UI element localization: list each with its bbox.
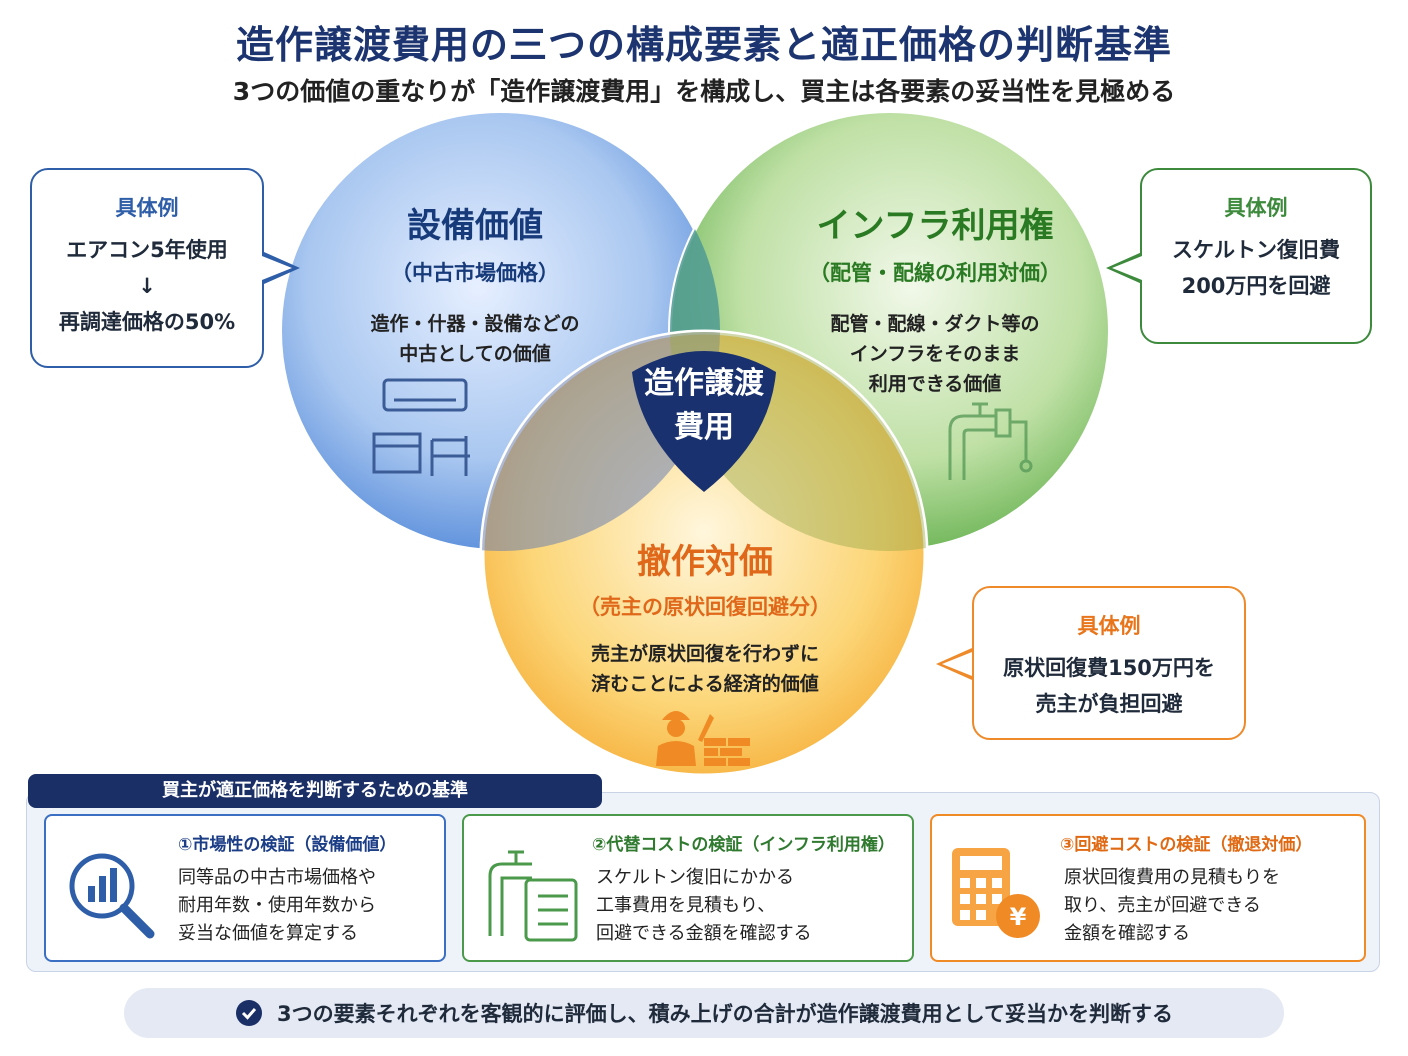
removal-heading: 撤作対価	[637, 542, 773, 582]
infra-desc-3: 利用できる価値	[868, 373, 1002, 395]
criteria-card-1-line3: 妥当な価値を算定する	[178, 923, 358, 944]
page-title: 造作譲渡費用の三つの構成要素と適正価格の判断基準	[235, 23, 1172, 67]
callout-left-arrow: ↓	[138, 274, 156, 298]
criteria-card-3-title: ③回避コストの検証（撤退対価）	[1060, 835, 1313, 855]
callout-bottom-line2: 売主が負担回避	[1035, 692, 1183, 716]
pipe-checklist-icon	[488, 850, 578, 942]
infra-sub: （配管・配線の利用対価）	[809, 261, 1061, 285]
infra-heading: インフラ利用権	[816, 206, 1054, 246]
criteria-card-2-line2: 工事費用を見積もり、	[596, 895, 776, 916]
criteria-card-1-title: ①市場性の検証（設備価値）	[178, 835, 397, 855]
callout-right-line2: 200万円を回避	[1181, 274, 1331, 298]
removal-desc-2: 済むことによる経済的価値	[591, 673, 819, 695]
criteria-card-1-line2: 耐用年数・使用年数から	[178, 895, 376, 916]
criteria-card-3-line2: 取り、売主が回避できる	[1064, 895, 1261, 916]
magnifier-chart-icon	[69, 853, 155, 939]
center-intersection	[632, 351, 776, 492]
aircon-furniture-icon	[372, 378, 470, 476]
criteria-card-3-line3: 金額を確認する	[1064, 923, 1190, 944]
conclusion-text: 3つの要素それぞれを客観的に評価し、積み上げの合計が造作譲渡費用として妥当かを判…	[277, 1002, 1173, 1026]
callout-right-label: 具体例	[1224, 196, 1288, 220]
criteria-card-1-line1: 同等品の中古市場価格や	[178, 867, 376, 888]
callout-infra-example: 具体例 スケルトン復旧費 200万円を回避	[1140, 168, 1372, 344]
callout-left-line2: 再調達価格の50%	[58, 310, 236, 334]
pipe-faucet-icon	[948, 402, 1033, 480]
callout-equipment-example: 具体例 エアコン5年使用 ↓ 再調達価格の50%	[30, 168, 264, 368]
criteria-card-2-title: ②代替コストの検証（インフラ利用権）	[592, 835, 895, 855]
criteria-card-replacement: ②代替コストの検証（インフラ利用権） スケルトン復旧にかかる 工事費用を見積もり…	[462, 814, 914, 962]
check-circle-icon	[236, 1000, 262, 1026]
callout-right-line1: スケルトン復旧費	[1172, 238, 1340, 262]
removal-sub: （売主の原状回復回避分）	[579, 595, 831, 619]
center-label-line2: 費用	[674, 410, 734, 445]
criteria-card-2-line3: 回避できる金額を確認する	[596, 923, 812, 944]
criteria-card-market: ①市場性の検証（設備価値） 同等品の中古市場価格や 耐用年数・使用年数から 妥当…	[44, 814, 446, 962]
infra-desc-1: 配管・配線・ダクト等の	[830, 313, 1040, 335]
page-subtitle: 3つの価値の重なりが「造作譲渡費用」を構成し、買主は各要素の妥当性を見極める	[232, 77, 1176, 106]
equipment-desc-1: 造作・什器・設備などの	[370, 313, 580, 335]
removal-desc-1: 売主が原状回復を行わずに	[590, 643, 819, 665]
worker-bricks-icon	[656, 711, 750, 766]
venn-diagram	[280, 111, 1110, 776]
callout-left-line1: エアコン5年使用	[66, 238, 228, 262]
center-label-line1: 造作譲渡	[644, 366, 764, 401]
svg-text:¥: ¥	[1010, 903, 1027, 931]
callout-bottom-line1: 原状回復費150万円を	[1003, 656, 1215, 680]
callout-left-label: 具体例	[115, 196, 179, 220]
equipment-sub: （中古市場価格）	[391, 261, 559, 285]
callout-removal-example: 具体例 原状回復費150万円を 売主が負担回避	[972, 586, 1246, 740]
equipment-desc-2: 中古としての価値	[399, 343, 551, 365]
infra-desc-2: インフラをそのまま	[849, 343, 1021, 365]
criteria-card-3-line1: 原状回復費用の見積もりを	[1064, 867, 1280, 888]
criteria-card-2-line1: スケルトン復旧にかかる	[596, 867, 794, 888]
conclusion-banner: 3つの要素それぞれを客観的に評価し、積み上げの合計が造作譲渡費用として妥当かを判…	[124, 988, 1284, 1038]
equipment-heading: 設備価値	[407, 206, 543, 246]
callout-bottom-label: 具体例	[1077, 614, 1141, 638]
calculator-yen-icon: ¥	[952, 848, 1040, 938]
criteria-card-avoidance: ¥ ③回避コストの検証（撤退対価） 原状回復費用の見積もりを 取り、売主が回避で…	[930, 814, 1366, 962]
criteria-header: 買主が適正価格を判断するための基準	[28, 774, 602, 808]
